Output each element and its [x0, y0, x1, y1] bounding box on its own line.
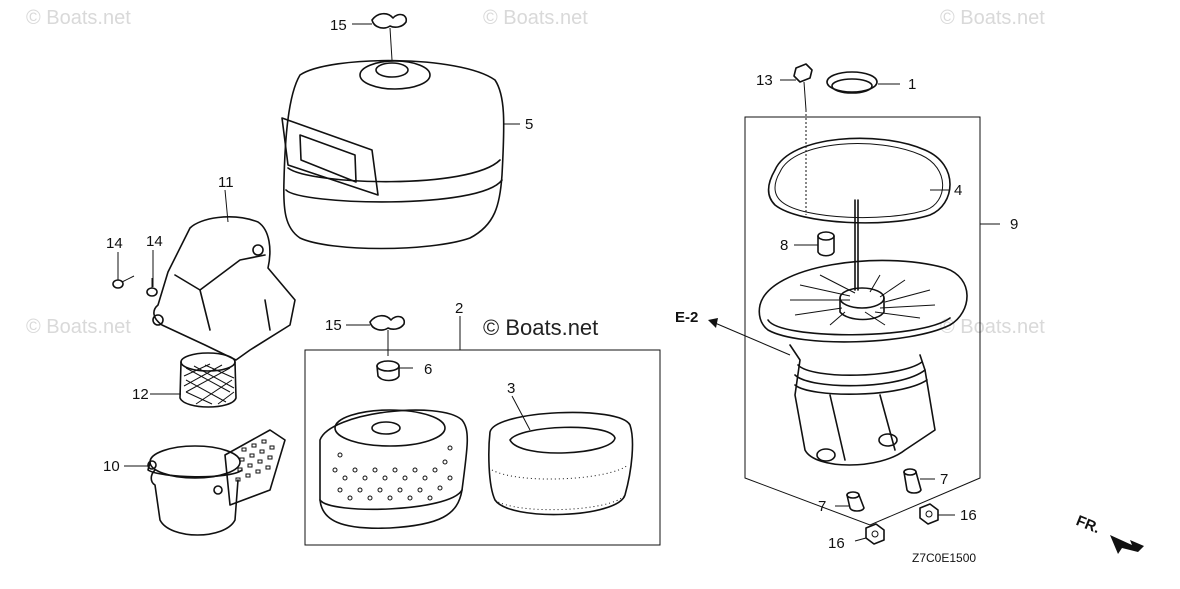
callout-14-left: 14: [106, 235, 123, 252]
callout-15-top: 15: [330, 17, 347, 34]
air-cleaner-base: [758, 199, 968, 466]
paper-filter-element: [319, 409, 469, 530]
seal-ring: [826, 71, 878, 94]
callout-6: 6: [424, 361, 432, 378]
front-arrow-icon: [1110, 535, 1144, 554]
callout-16-right: 16: [960, 507, 977, 524]
wing-nut-mid: [369, 314, 406, 356]
front-label: FR.: [1074, 512, 1103, 537]
wing-nut-top: [371, 12, 408, 61]
callout-8: 8: [780, 237, 788, 254]
screw-14-right: [146, 278, 158, 297]
air-cleaner-cover: [281, 59, 505, 250]
callout-7-left: 7: [818, 498, 826, 515]
nut-16-right: [919, 503, 939, 525]
callout-10: 10: [103, 458, 120, 475]
tube-7-right: [903, 468, 922, 494]
watermark-top-center: © Boats.net: [483, 7, 588, 29]
collar-8: [817, 231, 835, 257]
callout-3: 3: [507, 380, 515, 397]
callout-15-mid: 15: [325, 317, 342, 334]
diagram-code: Z7C0E1500: [912, 551, 976, 565]
reference-e2: E-2: [675, 309, 698, 326]
callout-5: 5: [525, 116, 533, 133]
grommet: [376, 360, 400, 382]
leader-lines: [117, 23, 1000, 542]
callout-13: 13: [756, 72, 773, 89]
watermark-top-left: © Boats.net: [26, 7, 131, 29]
callout-1: 1: [908, 76, 916, 93]
bolt-13: [793, 63, 813, 215]
intake-housing: [147, 429, 286, 536]
watermark-mid-left: © Boats.net: [26, 316, 131, 338]
callout-11: 11: [218, 174, 234, 191]
callout-14-right: 14: [146, 233, 163, 250]
gasket: [767, 137, 951, 224]
foam-pre-filter: [488, 411, 634, 516]
screw-14-left: [112, 275, 135, 289]
nut-16-left: [865, 523, 885, 545]
callout-4: 4: [954, 182, 962, 199]
callout-9: 9: [1010, 216, 1018, 233]
e2-arrow-icon: [708, 318, 718, 328]
callout-12: 12: [132, 386, 149, 403]
watermark-center: © Boats.net: [483, 315, 598, 340]
screen-filter: [179, 352, 237, 408]
callout-16-left: 16: [828, 535, 845, 552]
callout-7-right: 7: [940, 471, 948, 488]
assembly-box: [744, 116, 981, 526]
watermark-top-right: © Boats.net: [940, 7, 1045, 29]
watermark-mid-right: © Boats.net: [940, 316, 1045, 338]
intake-elbow: [152, 216, 296, 361]
filter-set-box: [304, 349, 661, 546]
tube-7-left: [846, 491, 865, 512]
callout-2: 2: [455, 300, 463, 317]
